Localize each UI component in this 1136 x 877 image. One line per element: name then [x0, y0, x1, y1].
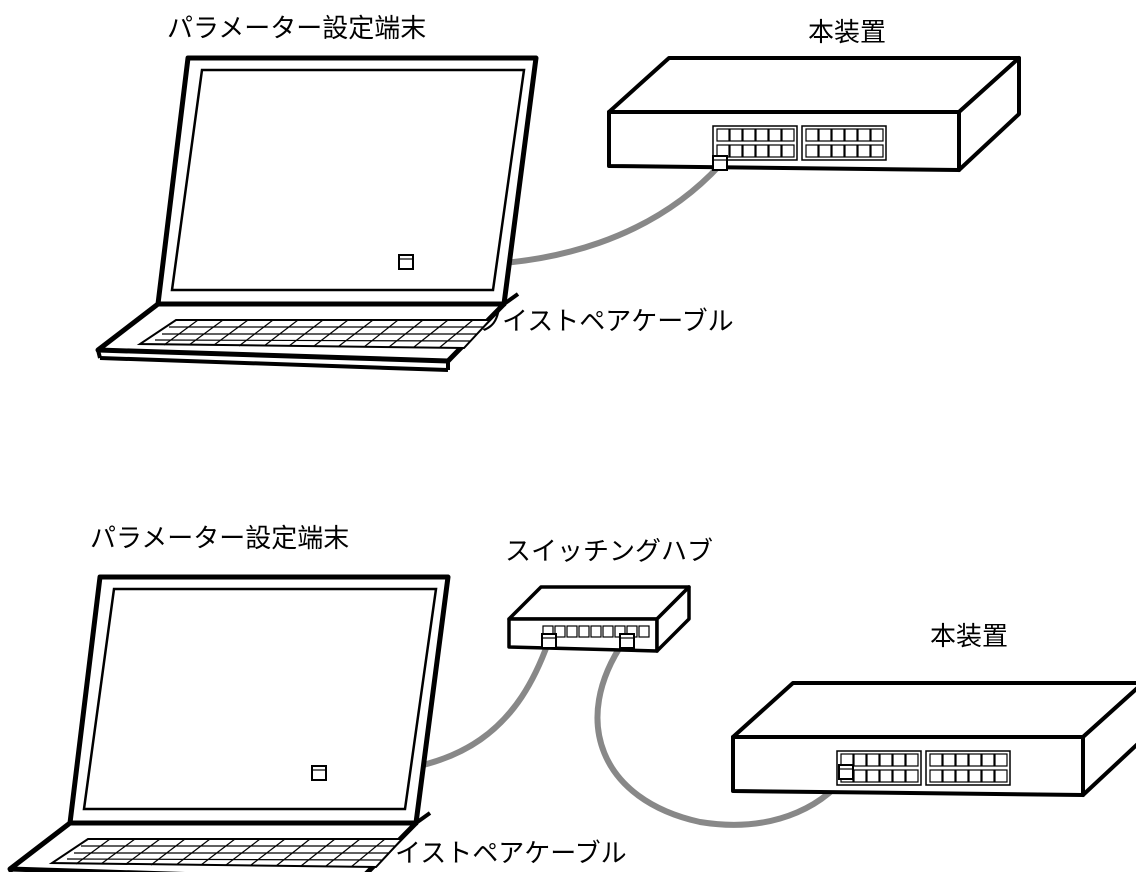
terminal-label: パラメーター設定端末 — [167, 14, 426, 44]
terminal-label-2: パラメーター設定端末 — [90, 524, 349, 554]
hub-label: スイッチングハブ — [505, 537, 713, 567]
device-unit — [607, 56, 1021, 172]
switching-hub — [507, 585, 691, 653]
device-label: 本装置 — [808, 18, 886, 48]
parameter-terminal-laptop-2 — [10, 577, 448, 872]
twisted-pair-cable-hub-device — [594, 639, 851, 828]
laptop-plug-2 — [311, 765, 327, 781]
device-plug — [712, 155, 728, 171]
laptop-plug — [398, 254, 414, 270]
cable-label: ツイストペアケーブル — [476, 307, 734, 337]
diagram-direct-connection: パラメーター設定端末 本装置 ツイストペアケーブル — [98, 14, 1021, 370]
device-label-2: 本装置 — [930, 622, 1008, 652]
parameter-terminal-laptop — [98, 58, 536, 370]
device-unit-2 — [731, 681, 1136, 797]
device-plug-2 — [838, 764, 854, 780]
hub-plug-right — [619, 633, 635, 649]
diagram-hub-connection: パラメーター設定端末 スイッチングハブ 本装置 ツイストペアケーブル — [10, 524, 1136, 872]
cable-label-2: ツイストペアケーブル — [369, 839, 627, 869]
hub-plug-left — [541, 633, 557, 649]
